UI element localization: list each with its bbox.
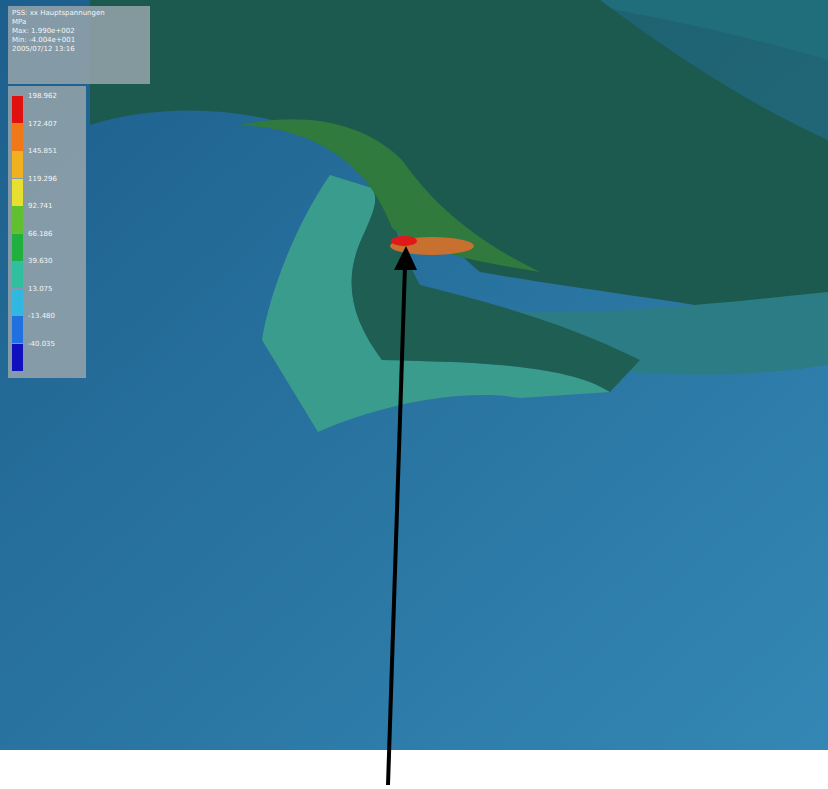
header-panel: PSS: xx HauptspannungenMPaMax: 1.990e+00…: [8, 6, 150, 84]
legend-value: 92.741: [28, 202, 53, 211]
legend-value: 198.962: [28, 92, 57, 101]
legend-row: 172.407: [12, 124, 84, 151]
legend-value: 119.296: [28, 175, 57, 184]
legend-swatch: [12, 344, 23, 371]
legend-value: 145.851: [28, 147, 57, 156]
header-text: Max: 1.990e+002: [12, 27, 146, 36]
legend-value: 39.630: [28, 257, 53, 266]
legend-row: 119.296: [12, 179, 84, 206]
legend-swatch: [12, 234, 23, 261]
legend-swatch: [12, 261, 23, 288]
legend-value: 66.186: [28, 230, 53, 239]
legend-value: 172.407: [28, 120, 57, 129]
legend-row: 145.851: [12, 151, 84, 178]
header-text: MPa: [12, 18, 146, 27]
legend-swatch: [12, 206, 23, 233]
legend-row: 39.630: [12, 261, 84, 288]
legend-value: -40.035: [28, 340, 55, 349]
legend-value: 13.075: [28, 285, 53, 294]
legend-row: 66.186: [12, 234, 84, 261]
legend-value: -13.480: [28, 312, 55, 321]
legend-swatch: [12, 124, 23, 151]
header-text: Min: -4.004e+001: [12, 36, 146, 45]
legend-swatch: [12, 151, 23, 178]
legend-row: -13.480: [12, 316, 84, 343]
header-text: 2005/07/12 13:16: [12, 45, 146, 54]
header-text: PSS: xx Hauptspannungen: [12, 9, 146, 18]
legend-row: 198.962: [12, 96, 84, 123]
legend-swatch: [12, 179, 23, 206]
legend-row: -40.035: [12, 344, 84, 371]
legend-panel: 198.962172.407145.851119.29692.74166.186…: [8, 86, 86, 378]
legend-row: 13.075: [12, 289, 84, 316]
legend-swatch: [12, 289, 23, 316]
legend-swatch: [12, 316, 23, 343]
legend-row: 92.741: [12, 206, 84, 233]
legend-swatch: [12, 96, 23, 123]
